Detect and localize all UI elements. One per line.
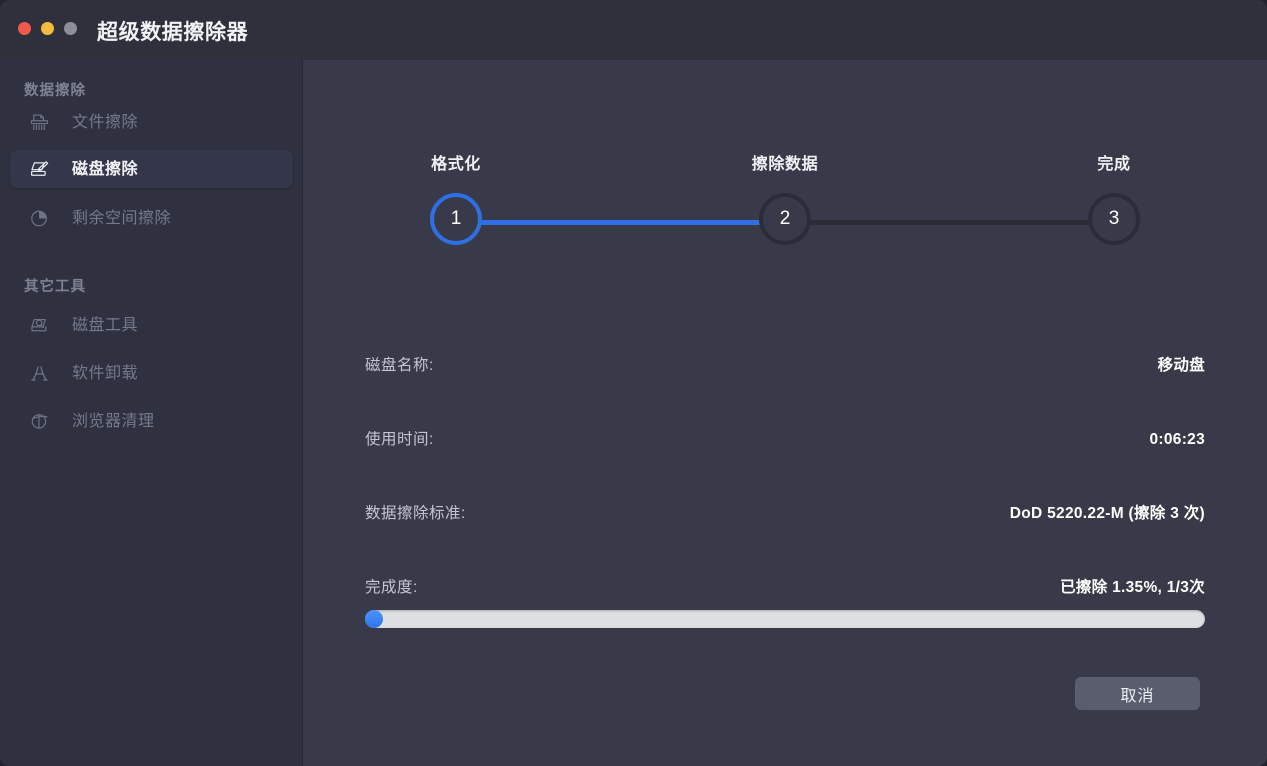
step-circle-2[interactable]: 2: [759, 193, 811, 245]
sidebar-item-free-space-erase[interactable]: 剩余空间擦除: [10, 199, 293, 237]
info-value: 0:06:23: [1149, 431, 1205, 448]
app-uninstall-icon: [29, 363, 50, 384]
sidebar-group-title-data-erase: 数据擦除: [24, 83, 86, 99]
cancel-button[interactable]: 取消: [1075, 677, 1200, 710]
disk-erase-icon: [29, 159, 50, 180]
step-label-1: 格式化: [431, 156, 481, 173]
info-label: 完成度:: [365, 579, 418, 596]
info-label: 磁盘名称:: [365, 357, 434, 374]
step-number: 1: [450, 208, 462, 229]
progress-bar-fill: [365, 610, 383, 628]
sidebar-group-title-other-tools: 其它工具: [24, 279, 86, 295]
info-label: 使用时间:: [365, 431, 434, 448]
info-row-completion: 完成度: 已擦除 1.35%, 1/3次: [365, 577, 1205, 599]
info-row-elapsed-time: 使用时间: 0:06:23: [365, 429, 1205, 451]
window-title: 超级数据擦除器: [97, 21, 249, 44]
info-label: 数据擦除标准:: [365, 505, 466, 522]
step-label-3: 完成: [1097, 156, 1131, 173]
shredder-icon: [29, 112, 50, 133]
step-circle-1[interactable]: 1: [430, 193, 482, 245]
sidebar-item-app-uninstall[interactable]: 软件卸载: [10, 354, 293, 392]
sidebar-item-label: 文件擦除: [72, 114, 139, 131]
step-circle-3[interactable]: 3: [1088, 193, 1140, 245]
title-bar: 超级数据擦除器: [0, 0, 1267, 60]
maximize-window-button[interactable]: [64, 22, 77, 35]
step-number: 3: [1108, 208, 1120, 229]
sidebar-item-browser-clean[interactable]: 浏览器清理: [10, 402, 293, 440]
sidebar-item-label: 剩余空间擦除: [72, 210, 172, 227]
close-window-button[interactable]: [18, 22, 31, 35]
sidebar-item-disk-tools[interactable]: 磁盘工具: [10, 306, 293, 344]
disk-search-icon: [29, 315, 50, 336]
progress-stepper: 格式化 1 擦除数据 2 完成 3: [303, 60, 1267, 280]
sidebar-item-label: 软件卸载: [72, 365, 139, 382]
step-number: 2: [779, 208, 791, 229]
browser-clean-icon: [29, 411, 50, 432]
info-row-erase-standard: 数据擦除标准: DoD 5220.22-M (擦除 3 次): [365, 503, 1205, 525]
sidebar-item-label: 浏览器清理: [72, 413, 155, 430]
main-content: 格式化 1 擦除数据 2 完成 3 磁盘名称: 移动盘 使用时间: 0:06:2…: [303, 60, 1267, 766]
stepper-connector-1-2: [456, 220, 785, 225]
progress-bar: [365, 610, 1205, 628]
step-label-2: 擦除数据: [751, 156, 819, 173]
info-row-disk-name: 磁盘名称: 移动盘: [365, 355, 1205, 377]
sidebar: 数据擦除 文件擦除: [0, 60, 303, 766]
info-value: DoD 5220.22-M (擦除 3 次): [1009, 505, 1205, 522]
pie-chart-icon: [29, 208, 50, 229]
sidebar-item-disk-erase[interactable]: 磁盘擦除: [10, 150, 293, 188]
minimize-window-button[interactable]: [41, 22, 54, 35]
info-value: 已擦除 1.35%, 1/3次: [1060, 579, 1205, 596]
sidebar-item-file-erase[interactable]: 文件擦除: [10, 103, 293, 141]
stepper-connector-2-3: [785, 220, 1114, 225]
info-value: 移动盘: [1157, 357, 1205, 374]
sidebar-item-label: 磁盘擦除: [72, 161, 139, 178]
sidebar-item-label: 磁盘工具: [72, 317, 139, 334]
